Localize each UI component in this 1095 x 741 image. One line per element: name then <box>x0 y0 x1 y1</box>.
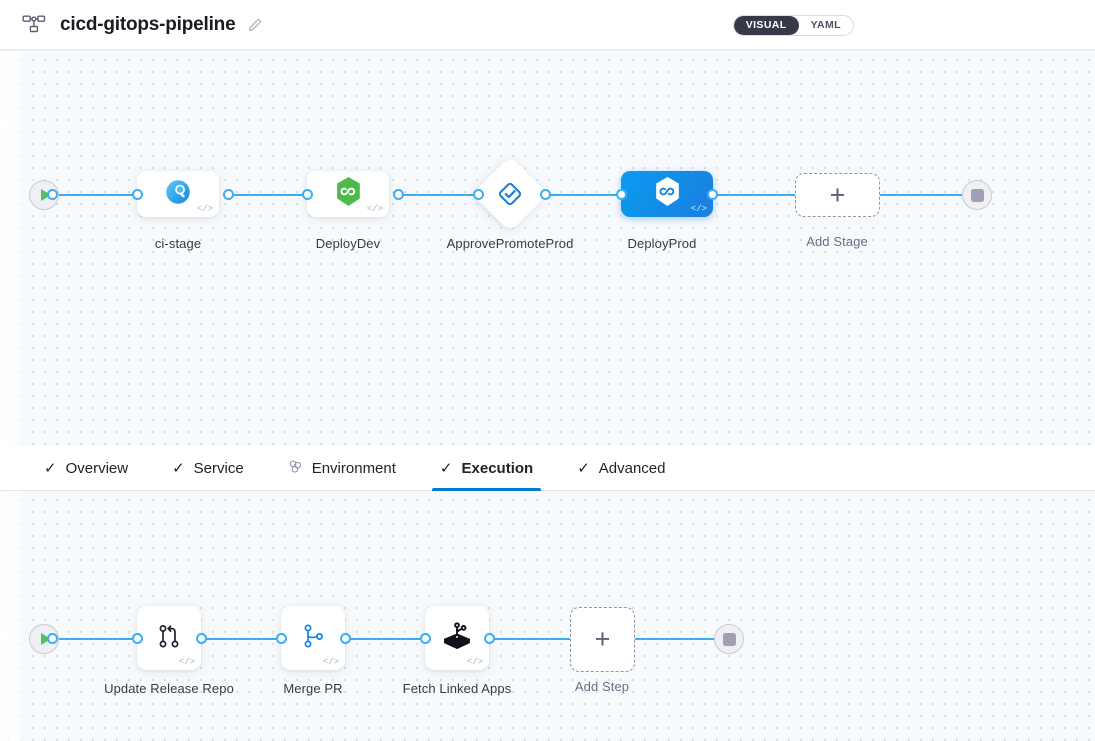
stop-square-icon <box>722 632 736 646</box>
tab-label: Execution <box>461 459 534 477</box>
code-badge[interactable]: </> <box>690 204 707 214</box>
port-ci-stage-in[interactable] <box>132 189 143 200</box>
wire-addstage-to-end <box>876 194 972 196</box>
steps-end-node[interactable] <box>714 624 744 654</box>
step-node-merge-pr[interactable]: </> <box>281 606 345 670</box>
add-stage-label: Add Stage <box>806 234 868 249</box>
stage-config-tabs[interactable]: ✓ Overview ✓ Service Environment ✓ Execu… <box>0 446 1095 491</box>
port-approve-out[interactable] <box>540 189 551 200</box>
view-mode-toggle[interactable]: VISUAL YAML <box>732 15 854 36</box>
git-branch-icon <box>298 620 328 657</box>
port-merge-pr-out[interactable] <box>340 633 351 644</box>
port-deployprod-out[interactable] <box>707 189 718 200</box>
step-canvas[interactable]: </> Update Release Repo </> Merge PR <box>0 491 1095 741</box>
port-ci-stage-out[interactable] <box>223 189 234 200</box>
stage-label-approve: ApprovePromoteProd <box>446 236 574 251</box>
port-update-release-repo-in[interactable] <box>132 633 143 644</box>
port-start-out[interactable] <box>47 189 58 200</box>
check-icon: ✓ <box>172 459 185 477</box>
wire-update-release-repo-to-merge-pr <box>200 638 292 640</box>
port-steps-start-out[interactable] <box>47 633 58 644</box>
canvas-left-fade <box>0 51 22 446</box>
port-deployprod-in[interactable] <box>616 189 627 200</box>
play-icon <box>40 189 51 201</box>
wire-fetch-linked-apps-to-addstep <box>488 638 576 640</box>
add-step-label: Add Step <box>574 679 630 694</box>
step-label-fetch-linked-apps: Fetch Linked Apps <box>402 681 512 696</box>
gitops-hexagon-icon <box>334 176 363 212</box>
add-stage-button[interactable]: + <box>795 173 880 217</box>
wire-ci-to-deploydev <box>228 194 320 196</box>
port-fetch-linked-apps-out[interactable] <box>484 633 495 644</box>
steps-start-node[interactable] <box>29 624 59 654</box>
wire-approve-to-deployprod <box>545 194 637 196</box>
wire-start-to-ci <box>52 194 144 196</box>
stage-node-deployprod[interactable]: </> <box>621 171 713 217</box>
step-node-update-release-repo[interactable]: </> <box>137 606 201 670</box>
wire-deployprod-to-addstage <box>711 194 803 196</box>
pipeline-end-node[interactable] <box>962 180 992 210</box>
code-badge[interactable]: </> <box>466 657 483 667</box>
harness-cube-icon <box>440 620 474 657</box>
play-icon <box>40 633 51 645</box>
tab-service[interactable]: ✓ Service <box>150 446 266 490</box>
canvas-left-fade <box>0 491 22 741</box>
page-title: cicd-gitops-pipeline <box>60 13 236 35</box>
tab-label: Environment <box>311 459 396 477</box>
tab-overview[interactable]: ✓ Overview <box>22 446 150 490</box>
stop-square-icon <box>970 188 984 202</box>
code-badge[interactable]: </> <box>196 204 213 214</box>
gitops-hexagon-icon <box>653 176 682 212</box>
step-node-fetch-linked-apps[interactable]: </> <box>425 606 489 670</box>
toggle-visual[interactable]: VISUAL <box>733 16 799 35</box>
stage-canvas[interactable]: </> ci-stage </> DeployDev <box>0 50 1095 446</box>
wire-deploydev-to-approve <box>398 194 478 196</box>
port-deploydev-out[interactable] <box>393 189 404 200</box>
tab-label: Overview <box>65 459 129 477</box>
tab-label: Service <box>193 459 244 477</box>
stage-label-ci-stage: ci-stage <box>154 236 202 251</box>
environment-icon <box>288 459 303 477</box>
port-fetch-linked-apps-in[interactable] <box>420 633 431 644</box>
tab-advanced[interactable]: ✓ Advanced <box>555 446 687 490</box>
check-icon: ✓ <box>44 459 57 477</box>
git-merge-icon <box>154 620 184 657</box>
pipeline-hierarchy-icon <box>20 13 48 37</box>
check-icon: ✓ <box>439 459 453 477</box>
pencil-edit-icon[interactable] <box>247 16 265 34</box>
tab-execution[interactable]: ✓ Execution <box>418 446 555 491</box>
port-merge-pr-in[interactable] <box>276 633 287 644</box>
wire-addstep-to-end <box>628 638 724 640</box>
header-bar: cicd-gitops-pipeline VISUAL YAML <box>0 0 1095 50</box>
wire-start-to-update-release-repo <box>52 638 144 640</box>
step-label-merge-pr: Merge PR <box>283 681 343 696</box>
port-approve-in[interactable] <box>473 189 484 200</box>
code-badge[interactable]: </> <box>178 657 195 667</box>
tab-label: Advanced <box>598 459 666 477</box>
code-badge[interactable]: </> <box>322 657 339 667</box>
port-update-release-repo-out[interactable] <box>196 633 207 644</box>
add-step-button[interactable]: + <box>570 607 635 672</box>
stage-node-ci-stage[interactable]: </> <box>137 171 219 217</box>
port-deploydev-in[interactable] <box>302 189 313 200</box>
check-icon: ✓ <box>577 459 590 477</box>
step-label-update-release-repo: Update Release Repo <box>104 681 234 696</box>
plus-icon: + <box>829 179 846 210</box>
toggle-yaml[interactable]: YAML <box>810 19 841 31</box>
ci-build-icon <box>163 177 193 212</box>
code-badge[interactable]: </> <box>366 204 383 214</box>
approval-check-icon <box>483 167 537 221</box>
stage-label-deploydev: DeployDev <box>315 236 381 251</box>
wire-merge-pr-to-fetch-linked-apps <box>344 638 436 640</box>
stage-node-deploydev[interactable]: </> <box>307 171 389 217</box>
plus-icon: + <box>594 624 611 654</box>
tab-environment[interactable]: Environment <box>266 446 418 490</box>
stage-label-deployprod: DeployProd <box>627 236 697 251</box>
